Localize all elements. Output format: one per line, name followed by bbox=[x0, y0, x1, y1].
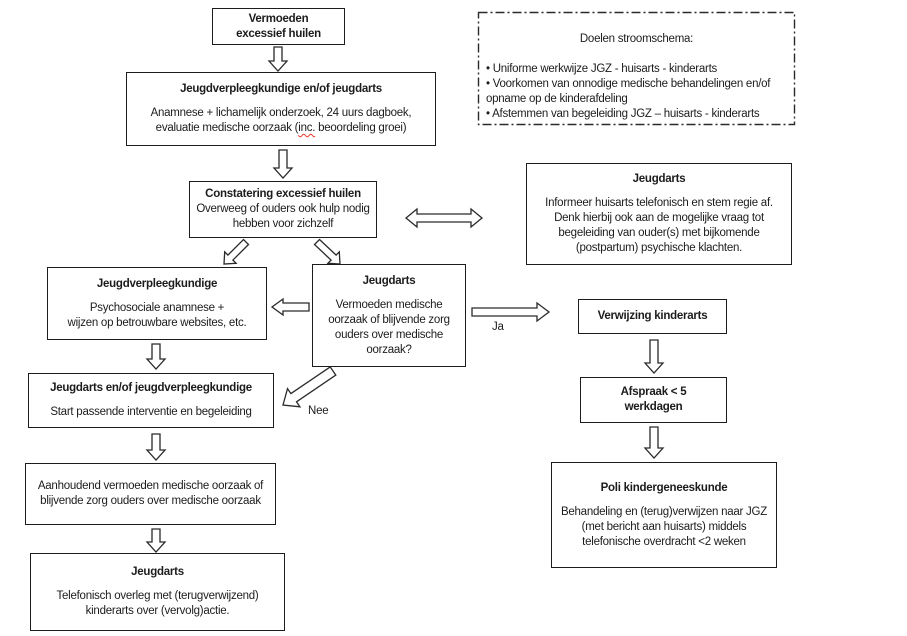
label-ja: Ja bbox=[492, 321, 504, 333]
node-jeugdverpleegkundige-en-of-jeugdarts: Jeugdverpleegkundige en/of jeugdarts Ana… bbox=[126, 72, 436, 146]
arrow-down-to-aanhoudend bbox=[145, 433, 167, 461]
arrow-left-to-jeugdverpleegkundige bbox=[270, 297, 310, 317]
body-text-post: beoordeling groei) bbox=[315, 122, 407, 134]
node-body: Start passende interventie en begeleidin… bbox=[50, 406, 252, 418]
arrow-bidirectional-constatering-jeugdarts bbox=[404, 207, 484, 229]
node-body: Vermoeden medische oorzaak of blijvende … bbox=[328, 298, 450, 356]
goals-body: • Uniforme werkwijze JGZ - huisarts - ki… bbox=[486, 63, 771, 120]
node-body: Informeer huisarts telefonisch en stem r… bbox=[545, 197, 773, 254]
label-nee: Nee bbox=[308, 405, 329, 417]
node-body: Psychosociale anamnese + wijzen op betro… bbox=[67, 301, 247, 329]
arrow-right-ja bbox=[471, 301, 551, 323]
arrow-diagonal-to-jeugdverpleegkundige bbox=[223, 238, 250, 265]
node-body: Anamnese + lichamelijk onderzoek, 24 uur… bbox=[133, 106, 429, 136]
node-jeugdarts-en-of-jeugdverpleegkundige: Jeugdarts en/of jeugdverpleegkundige Sta… bbox=[28, 373, 274, 428]
node-body: Overweeg of ouders ook hulp nodig hebben… bbox=[196, 203, 370, 230]
goals-box: Doelen stroomschema: • Uniforme werkwijz… bbox=[478, 12, 795, 125]
arrow-diagonal-to-jeugdarts-vraag bbox=[313, 238, 341, 265]
node-title: Jeugdverpleegkundige en/of jeugdarts bbox=[180, 83, 382, 95]
arrow-down-to-interventie bbox=[145, 343, 167, 370]
node-title: Jeugdarts bbox=[632, 173, 686, 185]
node-title: Jeugdverpleegkundige bbox=[96, 277, 218, 290]
node-title: Vermoeden excessief huilen bbox=[236, 12, 321, 40]
arrow-down-vermoeden bbox=[267, 46, 289, 72]
goals-dashdot-border bbox=[477, 11, 796, 126]
node-verwijzing-kinderarts: Verwijzing kinderarts bbox=[578, 299, 727, 334]
node-title: Jeugdarts bbox=[362, 274, 416, 287]
node-title: Jeugdarts en/of jeugdverpleegkundige bbox=[50, 382, 252, 394]
node-title: Afspraak < 5 werkdagen bbox=[620, 386, 687, 413]
arrow-down-to-afspraak bbox=[643, 339, 665, 374]
node-title: Jeugdarts bbox=[131, 566, 184, 578]
node-afspraak-5-werkdagen: Afspraak < 5 werkdagen bbox=[580, 377, 727, 423]
node-title: Verwijzing kinderarts bbox=[597, 310, 708, 322]
node-body: Telefonisch overleg met (terugverwijzend… bbox=[56, 590, 259, 617]
body-text-pre: Anamnese + lichamelijk onderzoek, 24 uur… bbox=[150, 107, 412, 134]
node-body: Behandeling en (terug)verwijzen naar JGZ… bbox=[560, 505, 768, 548]
goals-title: Doelen stroomschema: bbox=[579, 33, 694, 45]
node-jeugdarts-telefonisch-overleg: Jeugdarts Telefonisch overleg met (terug… bbox=[30, 553, 285, 631]
arrow-down-to-constatering bbox=[272, 149, 294, 179]
node-aanhoudend-vermoeden: Aanhoudend vermoeden medische oorzaak of… bbox=[25, 463, 276, 525]
node-jeugdarts-vermoeden-medische-oorzaak: Jeugdarts Vermoeden medische oorzaak of … bbox=[312, 264, 466, 367]
node-vermoeden-excessief-huilen: Vermoeden excessief huilen bbox=[212, 8, 345, 45]
arrow-down-to-poli bbox=[643, 426, 665, 459]
arrow-diagonal-nee bbox=[282, 365, 337, 408]
node-body: Aanhoudend vermoeden medische oorzaak of… bbox=[37, 480, 264, 507]
node-poli-kindergeneeskunde: Poli kindergeneeskunde Behandeling en (t… bbox=[551, 462, 777, 568]
node-jeugdverpleegkundige: Jeugdverpleegkundige Psychosociale anamn… bbox=[47, 267, 267, 340]
misspelled-word: inc. bbox=[298, 122, 316, 134]
arrow-down-to-jeugdarts-bottom bbox=[145, 528, 167, 553]
node-jeugdarts-informeer-huisarts: Jeugdarts Informeer huisarts telefonisch… bbox=[526, 163, 792, 265]
node-title: Poli kindergeneeskunde bbox=[600, 481, 728, 494]
node-title: Constatering excessief huilen bbox=[205, 188, 361, 200]
node-constatering-excessief-huilen: Constatering excessief huilen Overweeg o… bbox=[189, 181, 377, 238]
